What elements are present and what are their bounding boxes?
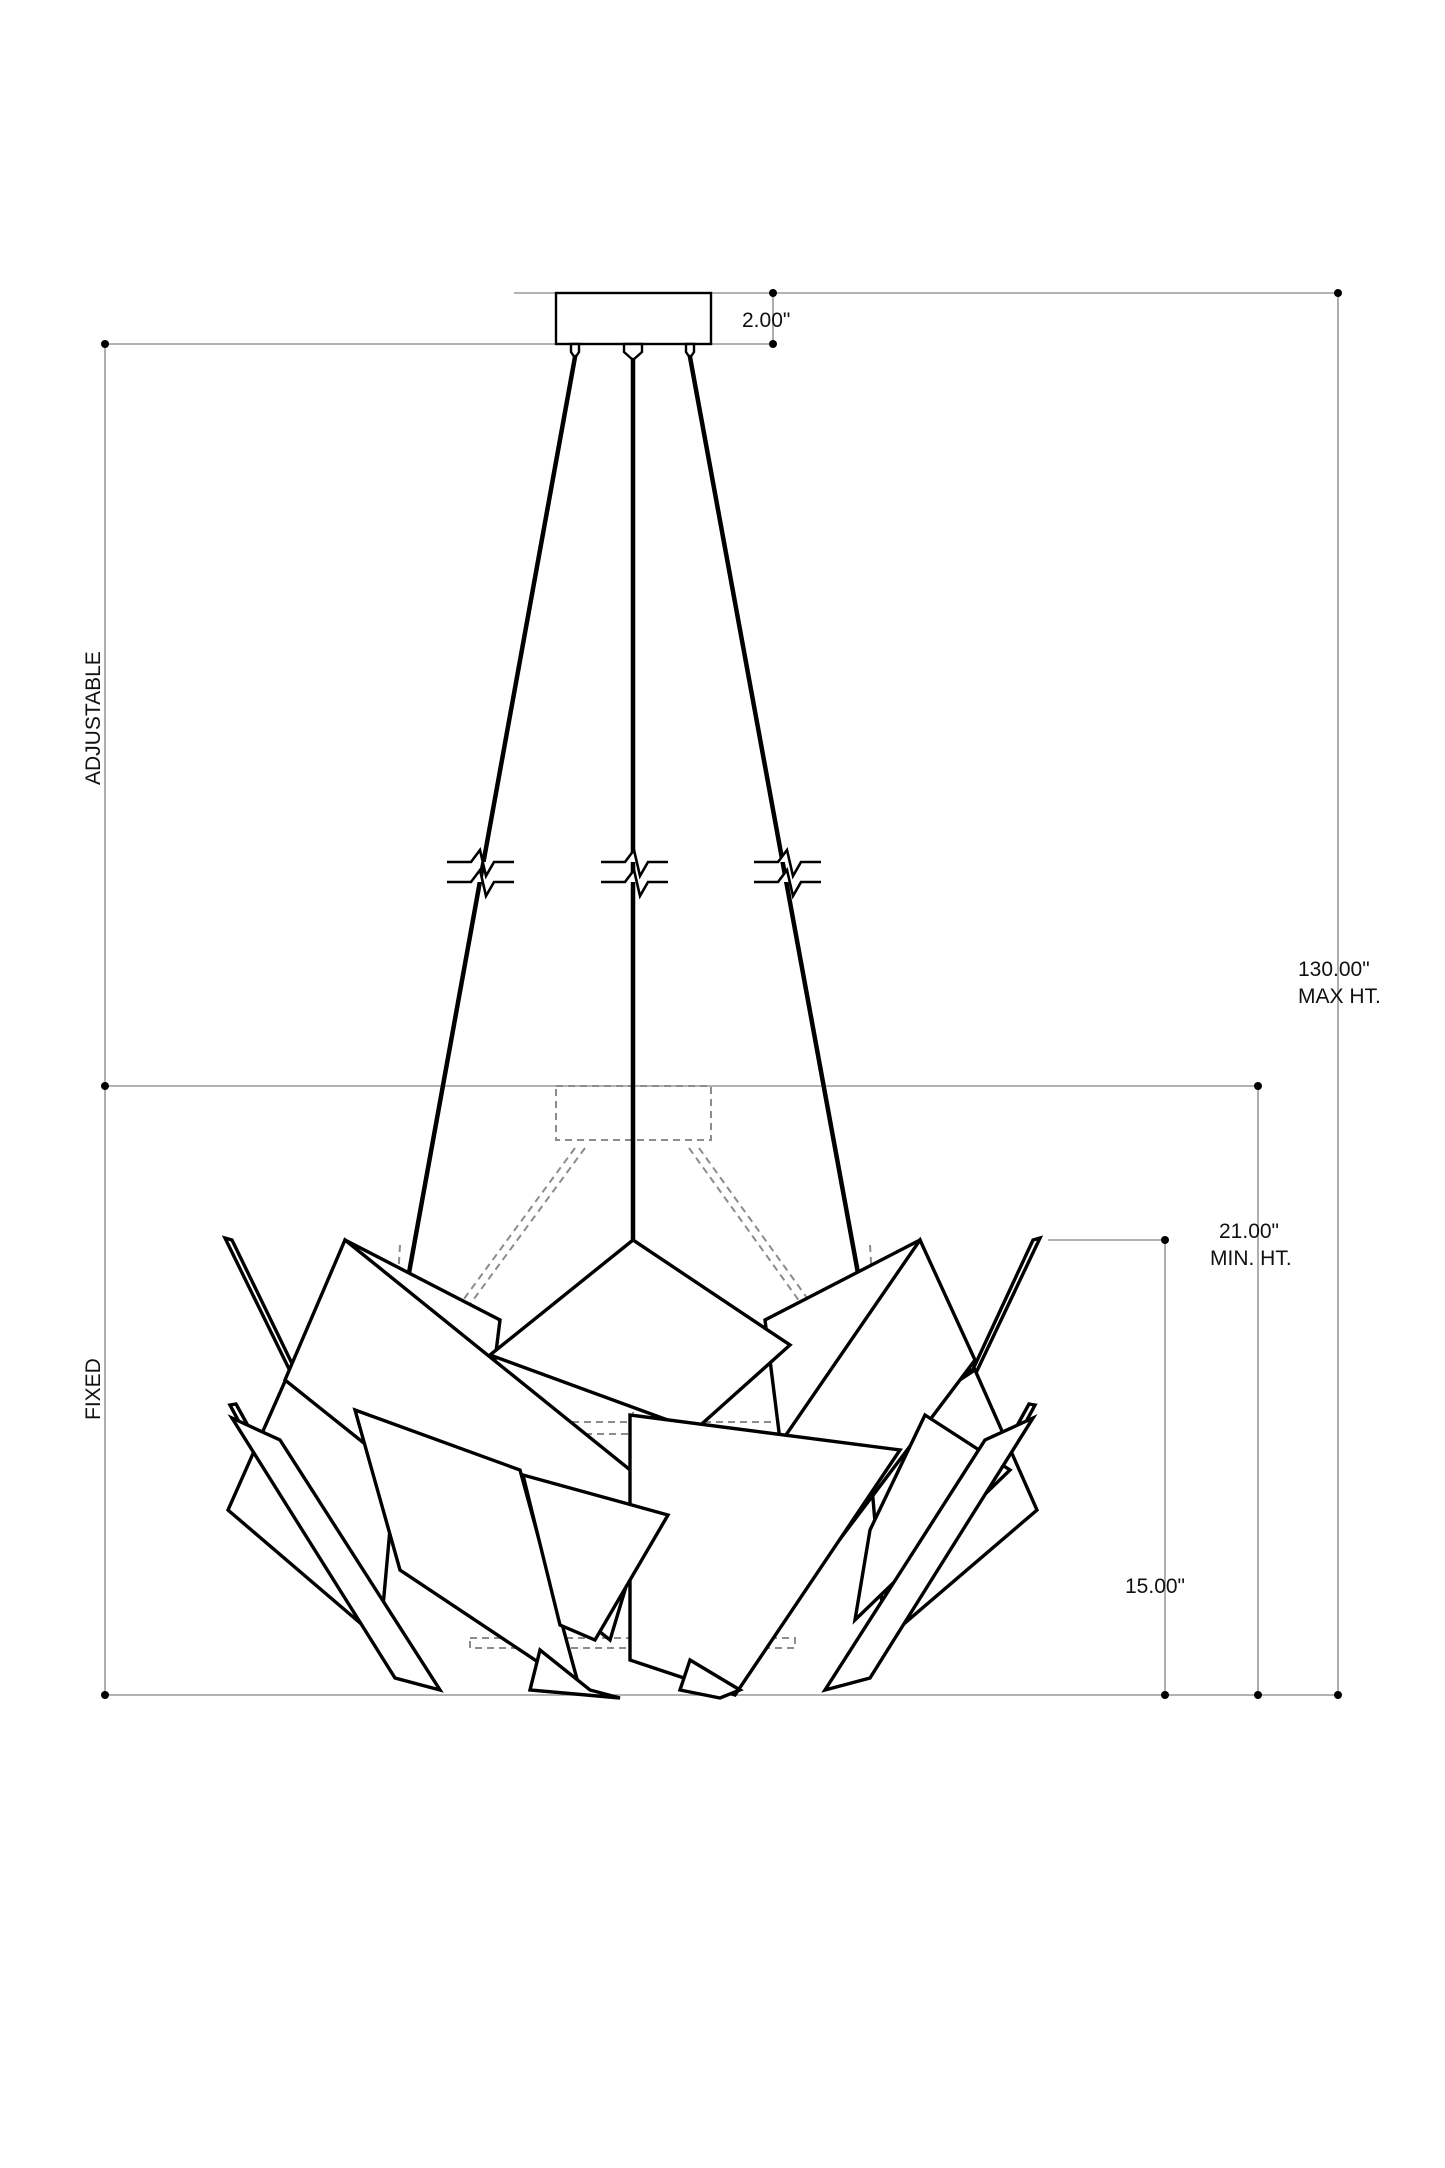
fixed-label: FIXED [82, 1358, 105, 1420]
canopy-height-label: 2.00" [742, 309, 790, 332]
ceiling-canopy [554, 291, 713, 362]
suspension-cables [402, 354, 865, 1298]
body-height-label: 15.00" [1125, 1575, 1185, 1598]
min-height-caption: MIN. HT. [1210, 1247, 1292, 1270]
max-height-caption: MAX HT. [1298, 985, 1381, 1008]
adjustable-label: ADJUSTABLE [82, 651, 105, 785]
cable-break-symbols [447, 846, 821, 900]
dimension-labels: 2.00" 130.00" MAX HT. 21.00" MIN. HT. 15… [82, 309, 1381, 1598]
max-height-label: 130.00" [1298, 958, 1370, 981]
fixture-blades [221, 1235, 1044, 1700]
min-height-label: 21.00" [1219, 1220, 1279, 1243]
dimension-endpoints [101, 289, 1342, 1699]
